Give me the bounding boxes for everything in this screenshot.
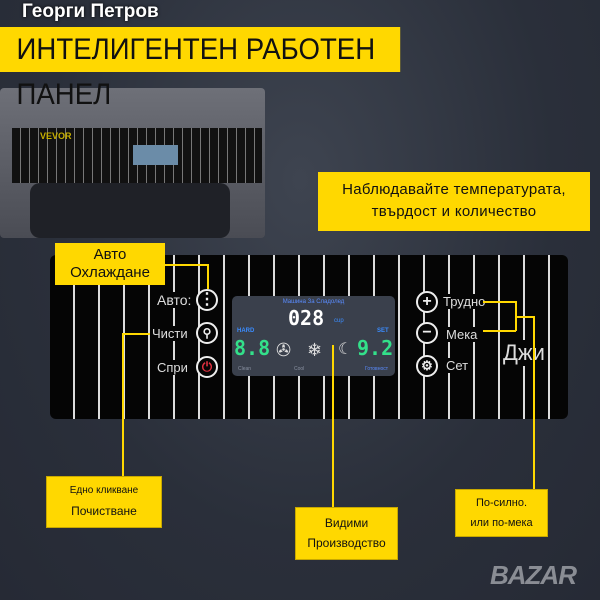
power-icon: ⏻: [201, 359, 213, 374]
connector: [165, 264, 208, 266]
cool-indicator: Cool: [294, 366, 305, 372]
connector: [122, 333, 124, 476]
set-label-button: Сет: [444, 358, 471, 373]
info-line1: Наблюдавайте температурата,: [342, 181, 566, 198]
faucet-icon: ⚲: [202, 326, 212, 340]
display-title: Машина За Сладолед: [282, 299, 345, 305]
gear-icon: ⚙: [421, 358, 433, 373]
moon-icon: ☾: [338, 341, 353, 358]
cup-unit: cup: [334, 318, 344, 324]
stop-button[interactable]: ⏻: [196, 356, 218, 378]
clean-callout-line2: Почистване: [71, 504, 137, 518]
clean-indicator: Clean: [238, 366, 252, 372]
hardness-callout-line2: или по-мека: [470, 517, 533, 529]
fan-icon: ✇: [276, 340, 292, 360]
machine-display: [133, 145, 178, 165]
lcd-display: Машина За Сладолед 028 cup HARD 8.8 ✇ ❄ …: [232, 296, 395, 376]
clean-label: Чисти: [150, 326, 190, 341]
auto-button[interactable]: ⋮: [196, 289, 218, 311]
auto-cool-callout: Авто Охлаждане: [55, 243, 165, 285]
connector: [332, 345, 334, 507]
harder-label: Трудно: [441, 294, 488, 309]
set-button[interactable]: ⚙: [416, 355, 438, 377]
minus-icon: −: [422, 324, 432, 341]
connector: [483, 330, 516, 332]
harder-button[interactable]: +: [416, 291, 438, 313]
auto-callout-line1: Авто: [93, 246, 127, 263]
connector: [533, 316, 535, 489]
connector: [483, 301, 516, 303]
plus-icon: +: [422, 293, 432, 310]
clean-callout-line1: Едно кликване: [69, 485, 139, 496]
hardness-callout-line1: По-силно.: [476, 497, 527, 509]
hard-value: 8.8: [234, 336, 271, 360]
production-callout-line2: Производство: [307, 536, 386, 550]
ready-indicator: Готовност: [365, 366, 389, 372]
panel-brand: Джи: [503, 340, 545, 366]
softer-button[interactable]: −: [416, 322, 438, 344]
machine-brand: VEVOR: [40, 131, 72, 141]
production-callout-line1: Видими: [324, 516, 369, 530]
hard-label: HARD: [237, 328, 255, 334]
connector: [207, 264, 209, 289]
dots-icon: ⋮: [199, 291, 215, 308]
watermark: Георги Петров: [22, 1, 159, 22]
hardness-callout: По-силно. или по-мека: [455, 489, 548, 537]
production-callout: Видими Производство: [295, 507, 398, 560]
stop-label: Спри: [155, 360, 190, 375]
auto-callout-line2: Охлаждане: [70, 264, 150, 281]
cup-count: 028: [288, 306, 325, 330]
set-value: 9.2: [357, 336, 394, 360]
connector: [122, 333, 150, 335]
clean-button[interactable]: ⚲: [196, 322, 218, 344]
snowflake-icon: ❄: [307, 340, 323, 360]
auto-label: Авто:: [155, 292, 194, 308]
info-callout: Наблюдавайте температурата, твърдост и к…: [318, 172, 590, 231]
softer-label: Мека: [444, 327, 480, 342]
info-line2: твърдост и количество: [371, 203, 537, 220]
bazar-logo: BAZAR: [490, 560, 577, 590]
clean-callout: Едно кликване Почистване: [46, 476, 162, 528]
machine-nozzles: [30, 183, 230, 238]
connector: [515, 316, 533, 318]
title-banner: ИНТЕЛИГЕНТЕН РАБОТЕН ПАНЕЛ: [0, 27, 401, 111]
set-label: SET: [377, 328, 389, 334]
